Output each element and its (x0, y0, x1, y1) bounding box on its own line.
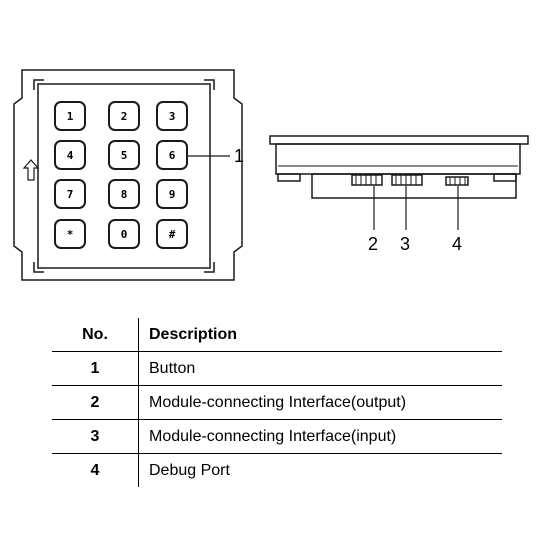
keypad-button: 4 (54, 140, 86, 170)
header-no: No. (52, 318, 139, 352)
header-description: Description (138, 318, 502, 352)
debug-port (445, 176, 469, 186)
keypad-button-label: 9 (169, 188, 176, 201)
table-row: 2 Module-connecting Interface(output) (52, 385, 502, 420)
keypad-button: 9 (156, 179, 188, 209)
table-row: 3 Module-connecting Interface(input) (52, 419, 502, 454)
table-header-row: No. Description (52, 318, 502, 352)
keypad-button-label: 4 (67, 149, 74, 162)
keypad-button-frame (156, 101, 188, 131)
keypad-button-label: 8 (121, 188, 128, 201)
callout-leaders (373, 186, 459, 230)
module-side-view (269, 135, 529, 199)
side-clip-right (493, 173, 517, 182)
keypad-button-label: 1 (67, 110, 74, 123)
row-description: Module-connecting Interface(input) (138, 419, 502, 454)
keypad-button-label: 7 (67, 188, 74, 201)
keypad-button-frame (108, 219, 140, 249)
corner-mark (33, 79, 44, 90)
keypad-button-frame (108, 101, 140, 131)
keypad-button-frame (54, 140, 86, 170)
side-bottom-housing (311, 173, 517, 199)
keypad-button: 6 (156, 140, 188, 170)
keypad-buttons: 1 2 3 4 5 6 7 8 9 * 0 # (54, 101, 188, 249)
keypad-button-frame (108, 179, 140, 209)
keypad-button-frame (54, 219, 86, 249)
keypad-button-frame (156, 140, 188, 170)
keypad-button: 3 (156, 101, 188, 131)
keypad-button: 7 (54, 179, 86, 209)
keypad-button-frame (54, 179, 86, 209)
callout-3: 3 (400, 234, 410, 254)
callout-1: 1 (234, 146, 244, 166)
keypad-button-frame (54, 101, 86, 131)
keypad-button: 2 (108, 101, 140, 131)
callout-2: 2 (368, 234, 378, 254)
connector-input (391, 174, 423, 186)
side-clip-left (277, 173, 301, 182)
keypad-button-frame (156, 219, 188, 249)
keypad-button-label: * (67, 228, 74, 241)
row-description: Button (138, 351, 502, 386)
connector-output (351, 174, 383, 186)
keypad-button-label: 3 (169, 110, 176, 123)
up-arrow-icon (22, 159, 40, 181)
side-top-plate (269, 135, 529, 145)
keypad-button: 8 (108, 179, 140, 209)
row-number: 4 (52, 453, 139, 487)
row-description: Debug Port (149, 461, 230, 479)
side-main-body (275, 143, 521, 175)
keypad-button-label: 5 (121, 149, 128, 162)
corner-mark (204, 79, 215, 90)
keypad-front-view (13, 69, 243, 281)
keypad-button: # (156, 219, 188, 249)
keypad-button: 5 (108, 140, 140, 170)
keypad-button: 0 (108, 219, 140, 249)
keypad-button-label: 6 (169, 149, 176, 162)
description-table: No. Description 1 Button 2 Module-connec… (52, 318, 502, 487)
corner-mark (204, 262, 215, 273)
module-diagram: 1 2 3 4 5 6 7 8 9 * 0 # 1 2 3 4 (13, 69, 529, 281)
table-row: 4 Debug Port (52, 453, 502, 487)
callout-4: 4 (452, 234, 462, 254)
row-description: Module-connecting Interface(output) (138, 385, 502, 420)
connector-pins (355, 175, 466, 185)
row-number: 2 (52, 385, 139, 420)
module-outer-frame (13, 69, 243, 281)
keypad-button-label: 0 (121, 228, 128, 241)
module-inner-panel (37, 83, 211, 269)
row-number: 3 (52, 419, 139, 454)
keypad-button-label: 2 (121, 110, 128, 123)
corner-mark (33, 262, 44, 273)
keypad-button: 1 (54, 101, 86, 131)
keypad-button-label: # (169, 228, 176, 241)
keypad-button-frame (156, 179, 188, 209)
row-number: 1 (52, 351, 139, 386)
keypad-button-frame (108, 140, 140, 170)
table-row: 1 Button (52, 351, 502, 386)
keypad-button: * (54, 219, 86, 249)
